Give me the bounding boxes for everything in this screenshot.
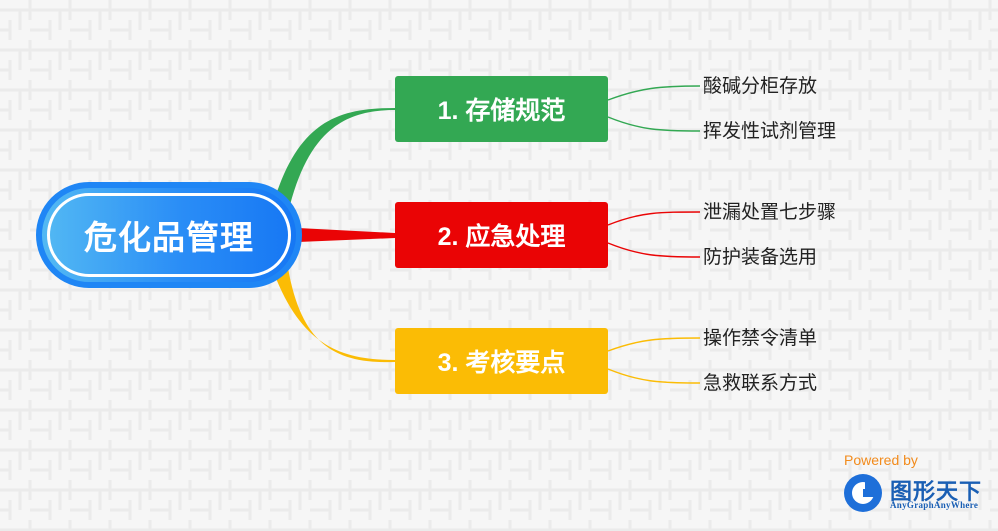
root-node-label: 危化品管理 [84, 218, 254, 257]
leaf-node[interactable]: 防护装备选用 [703, 246, 818, 268]
leaf-node[interactable]: 酸碱分柜存放 [703, 75, 818, 97]
branch-node-storage[interactable]: 1. 存储规范 [395, 76, 608, 142]
connector-root-branch-3 [272, 262, 395, 363]
connector-branch-1-leaf-2 [607, 116, 701, 132]
leaf-node[interactable]: 急救联系方式 [703, 372, 818, 394]
watermark-logo: Powered by 图形天下 AnyGraphAnyWhere [842, 452, 990, 522]
brand-name: 图形天下 [890, 480, 983, 505]
branch-node-label: 3. 考核要点 [437, 349, 566, 377]
connector-branch-3-leaf-2 [607, 368, 701, 384]
anygraph-logo-icon [844, 474, 882, 512]
connector-branch-3-leaf-1 [607, 337, 701, 352]
branch-node-assessment[interactable]: 3. 考核要点 [395, 328, 608, 394]
connector-branch-1-leaf-1 [607, 85, 701, 101]
powered-by-label: Powered by [844, 452, 918, 468]
branch-node-label: 2. 应急处理 [437, 223, 566, 251]
connector-branch-2-leaf-2 [607, 242, 701, 258]
connector-root-branch-1 [275, 108, 395, 205]
leaf-node[interactable]: 泄漏处置七步骤 [703, 201, 837, 223]
branch-node-emergency[interactable]: 2. 应急处理 [395, 202, 608, 268]
connector-branch-2-leaf-1 [607, 211, 701, 226]
root-node-inner-ring [47, 193, 291, 277]
leaf-node[interactable]: 挥发性试剂管理 [703, 120, 837, 142]
root-node[interactable]: 危化品管理 [36, 182, 302, 288]
connector-root-branch-2 [298, 228, 395, 242]
brand-subtitle: AnyGraphAnyWhere [890, 500, 979, 510]
branch-node-label: 1. 存储规范 [437, 97, 566, 125]
leaf-node[interactable]: 操作禁令清单 [703, 327, 818, 349]
